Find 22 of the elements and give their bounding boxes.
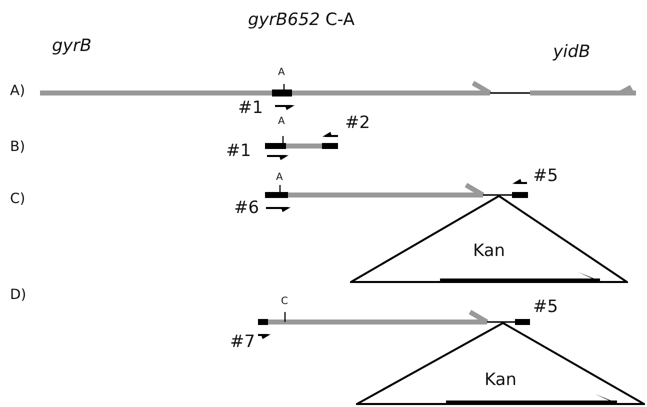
- primer-label: #2: [345, 115, 370, 132]
- row-label: D): [10, 288, 26, 302]
- gene-label: Kan: [472, 243, 506, 260]
- mutation-label: gyrB652 C-A: [248, 12, 355, 29]
- gene-label: Kan: [483, 372, 518, 389]
- primer-label: #6: [234, 200, 260, 217]
- row-label: A): [10, 84, 26, 98]
- row-label: C): [10, 192, 26, 206]
- insertion-triangle: [356, 322, 645, 405]
- base-label: A: [278, 117, 285, 127]
- primer-label: #1: [238, 100, 264, 117]
- primer-label: #1: [226, 143, 252, 160]
- gene-label: gyrB: [52, 38, 92, 55]
- base-label: A: [276, 173, 283, 183]
- primer-label: #5: [533, 299, 558, 316]
- base-label: C: [281, 297, 288, 307]
- gene-label: yidB: [553, 44, 590, 61]
- primer-label: #5: [533, 168, 558, 185]
- insertion-triangle: [350, 195, 628, 283]
- base-label: A: [278, 68, 285, 78]
- row-label: B): [10, 140, 26, 154]
- primer-label: #7: [230, 334, 256, 351]
